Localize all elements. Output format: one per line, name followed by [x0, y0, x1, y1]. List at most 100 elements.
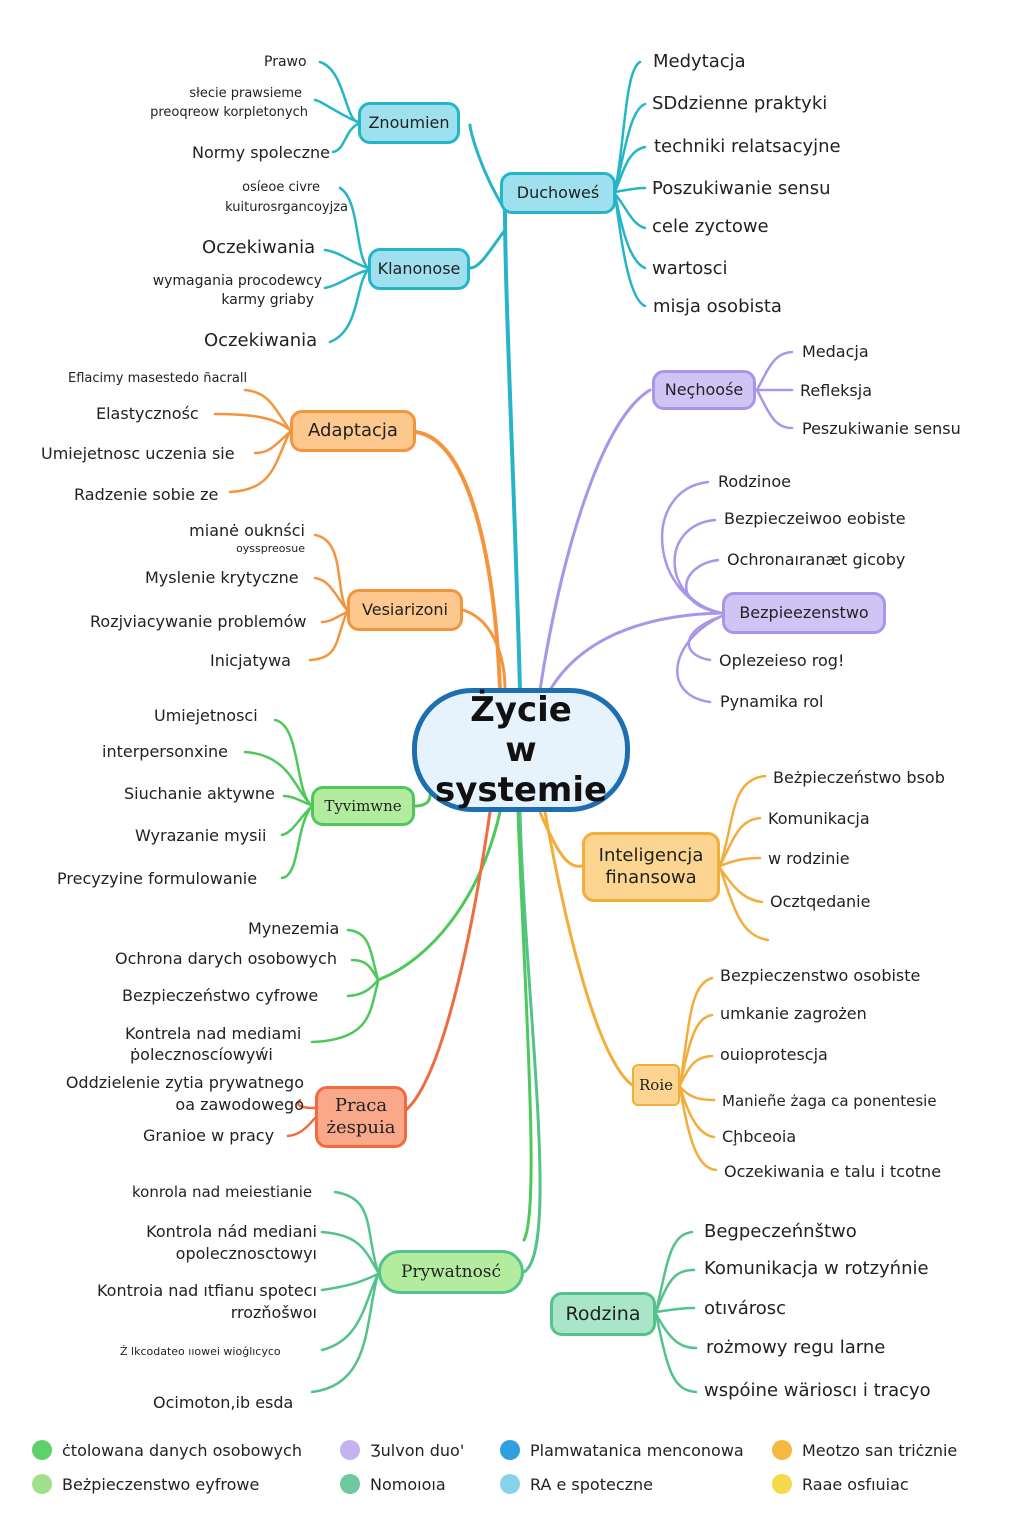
cyfrowe-item-5: ṗolecznoscíowyẃi — [130, 1045, 273, 1064]
rodzina-item-3: otıvárosc — [704, 1298, 787, 1319]
branch-inteligencja-label-2: finansowa — [605, 867, 697, 888]
inteligencja-item-4: Ocztqedanie — [770, 892, 871, 911]
branch-roie-label: Roie — [639, 1076, 673, 1094]
praca-item-2: oa zawodowego — [175, 1095, 304, 1114]
rodzina-item-1: Begpeczeńnštwo — [704, 1221, 857, 1242]
legend-dot-icon — [500, 1440, 520, 1460]
tyvimwne-item-2: interpersonxine — [102, 742, 229, 761]
branch-znoumien-label: Znoumien — [368, 113, 450, 132]
vesarizoni-item-3: Myslenie krytyczne — [145, 568, 299, 587]
klanonose-item-3: Oczekiwania — [202, 237, 316, 258]
legend-dot-icon — [340, 1474, 360, 1494]
prywatnosc-item-3: opolecznosctowyı — [175, 1244, 317, 1263]
branch-adaptacja-label: Adaptacja — [308, 420, 398, 441]
duchowes-item-6: wartosci — [652, 258, 728, 279]
cyfrowe-item-1: Mynezemia — [248, 919, 340, 938]
adaptacja-item-1: Eflacimy masestedo ñacrall — [68, 371, 248, 386]
branch-vesarizoni[interactable]: Vesiarizoni — [347, 589, 463, 631]
branch-klanonose[interactable]: Klanonose — [368, 248, 470, 290]
bezpieczenstwo-item-1: Rodzinoe — [718, 472, 791, 491]
branch-rodzina[interactable]: Rodzina — [550, 1292, 656, 1336]
legend-dot-icon — [32, 1474, 52, 1494]
duchowes-item-5: cele zyctowe — [652, 216, 769, 237]
duchowes-item-2: SDdzienne praktyki — [652, 93, 828, 114]
legend-item: Plamwatanica menconowa — [500, 1440, 744, 1460]
branch-praca-label-2: żespuia — [326, 1117, 396, 1138]
cyfrowe-item-3: Bezpieczeństwo cyfrowe — [122, 986, 319, 1005]
branch-prywatnosc[interactable]: Prywatnosć — [378, 1250, 524, 1294]
branch-bezpieczenstwo[interactable]: Bezpieezenstwo — [722, 592, 886, 634]
roie-item-6: Oczekiwania e talu i tcotne — [724, 1162, 942, 1181]
legend-dot-icon — [500, 1474, 520, 1494]
central-title-line2: w systemie — [434, 730, 608, 810]
legend-label: ċtolowana danych osobowych — [62, 1440, 302, 1460]
roie-item-4: Manieñe żaga ca ponentesie — [722, 1092, 937, 1110]
branch-prywatnosc-label: Prywatnosć — [400, 1262, 502, 1282]
inteligencja-item-1: Beżpieczeństwo bsob — [773, 768, 945, 787]
cyfrowe-item-4: Kontrela nad mediami — [125, 1024, 302, 1043]
branch-roie[interactable]: Roie — [632, 1064, 680, 1106]
tyvimwne-item-5: Precyzyine formulowanie — [57, 869, 258, 888]
branch-nechoose[interactable]: Neçhoośe — [652, 370, 756, 410]
inteligencja-item-3: w rodzinie — [768, 849, 850, 868]
tyvimwne-item-1: Umiejetnosci — [154, 706, 258, 725]
inteligencja-item-2: Komunikacja — [768, 809, 870, 828]
duchowes-item-4: Poszukiwanie sensu — [652, 178, 831, 199]
nechoose-item-1: Medacja — [802, 342, 869, 361]
znoumien-item-2: słecie prawsieme — [189, 86, 302, 101]
vesarizoni-item-2: oysspreosue — [236, 542, 305, 555]
branch-duchowes-label: Duchoweś — [516, 183, 600, 202]
branch-znoumien[interactable]: Znoumien — [358, 102, 460, 144]
prywatnosc-item-5: rrozňošwoı — [230, 1303, 317, 1322]
legend-dot-icon — [340, 1440, 360, 1460]
tyvimwne-item-4: Wyrazanie mysii — [135, 826, 267, 845]
prywatnosc-item-6: Ż lkcodateo ııowei wioǵlıcyco — [120, 1345, 281, 1358]
branch-inteligencja-label-1: Inteligencja — [598, 845, 704, 866]
znoumien-item-4: Normy spoleczne — [192, 143, 330, 162]
branch-nechoose-label: Neçhoośe — [664, 380, 744, 399]
branch-praca-label-1: Praca — [334, 1095, 388, 1116]
branch-tyvimwne[interactable]: Tyvimwne — [311, 786, 415, 826]
legend-dot-icon — [32, 1440, 52, 1460]
legend-dot-icon — [772, 1440, 792, 1460]
central-title-line1: Życie — [470, 690, 572, 730]
nechoose-item-3: Peszukiwanie sensu — [802, 419, 961, 438]
klanonose-item-6: Oczekiwania — [204, 330, 318, 351]
cyfrowe-item-2: Ochrona darych osobowych — [115, 949, 337, 968]
rodzina-item-4: rożmowy regu larne — [706, 1337, 886, 1358]
legend-item: Beżpieczenstwo eyfrowe — [32, 1474, 259, 1494]
bezpieczenstwo-item-2: Bezpieczeiwoo eobiste — [724, 509, 906, 528]
legend-item: Meotzo san triċznie — [772, 1440, 957, 1460]
bezpieczenstwo-item-4: Oplezeieso rog! — [719, 651, 845, 670]
nechoose-item-2: Refleksja — [800, 381, 873, 400]
branch-inteligencja[interactable]: Inteligencja finansowa — [582, 832, 720, 902]
klanonose-item-5: karmy griaby — [221, 292, 314, 308]
klanonose-item-4: wymagania procodewcy — [152, 273, 322, 289]
legend-label: Ʒulvon duo' — [370, 1440, 465, 1460]
prywatnosc-item-2: Kontrola nád mediani — [146, 1222, 317, 1241]
praca-item-1: Oddzielenie zytia prywatnego — [65, 1073, 304, 1092]
praca-item-3: Granioe w pracy — [143, 1126, 275, 1145]
roie-item-1: Bezpieczenstwo osobiste — [720, 966, 921, 985]
znoumien-item-3: preoqreow korpletonych — [150, 105, 308, 120]
legend-label: Meotzo san triċznie — [802, 1440, 958, 1460]
branch-tyvimwne-label: Tyvimwne — [324, 797, 402, 815]
rodzina-item-5: wspóine wärioscı i tracyo — [704, 1380, 931, 1401]
branch-rodzina-label: Rodzina — [565, 1303, 641, 1325]
central-topic[interactable]: Życie w systemie — [412, 688, 630, 812]
branch-adaptacja[interactable]: Adaptacja — [290, 410, 416, 452]
legend-label: Beżpieczenstwo eyfrowe — [62, 1474, 260, 1494]
branch-duchowes[interactable]: Duchoweś — [500, 172, 616, 214]
rodzina-item-2: Komunikacja w rotzyńnie — [704, 1258, 929, 1279]
legend-item: RA e spoteczne — [500, 1474, 653, 1494]
prywatnosc-item-4: Kontroia nad ıtfianu spotecı — [96, 1281, 317, 1300]
branch-praca[interactable]: Praca żespuia — [315, 1086, 407, 1148]
legend-label: Plamwatanica menconowa — [530, 1440, 744, 1460]
duchowes-item-7: misja osobista — [653, 296, 782, 317]
adaptacja-item-4: Radzenie sobie ze — [74, 485, 219, 504]
legend-item: Nomoıoıa — [340, 1474, 446, 1494]
roie-item-5: Cḩbceoia — [722, 1127, 797, 1146]
vesarizoni-item-5: Inicjatywa — [210, 651, 291, 670]
legend-item: Raae osfıuiac — [772, 1474, 909, 1494]
